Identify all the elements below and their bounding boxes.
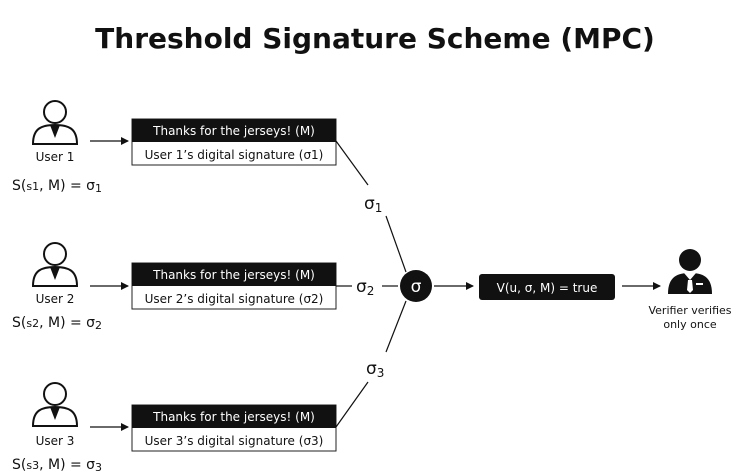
edge-label-sigma-3: σ3	[366, 359, 384, 380]
user-icon	[31, 382, 79, 427]
signature-text: User 2’s digital signature (σ2)	[145, 292, 324, 306]
message-box: Thanks for the jerseys! (M) User 2’s dig…	[131, 262, 337, 310]
message-text: Thanks for the jerseys! (M)	[152, 268, 315, 282]
aggregate-sigma: σ	[411, 277, 422, 297]
user-2-group: User 2 S(s2, M) = σ2 Thanks for the jers…	[12, 242, 337, 332]
edge-sigma-3	[335, 381, 369, 428]
edge-label-sigma-2: σ2	[356, 277, 374, 298]
edge-sigma-1	[385, 215, 407, 273]
signing-formula: S(s1, M) = σ1	[12, 178, 102, 195]
edge-sigma-1	[335, 140, 369, 186]
edge-sigma-3	[385, 300, 407, 353]
verifier-caption: Verifier verifies	[648, 304, 731, 317]
message-box: Thanks for the jerseys! (M) User 3’s dig…	[131, 404, 337, 452]
verification-box: V(u, σ, M) = true	[479, 274, 615, 300]
edge-label-sigma-1: σ1	[364, 194, 382, 215]
page-title: Threshold Signature Scheme (MPC)	[95, 22, 655, 55]
user-label: User 2	[36, 292, 75, 306]
signature-text: User 3’s digital signature (σ3)	[145, 434, 324, 448]
user-label: User 1	[36, 150, 75, 164]
verifier-icon	[668, 249, 712, 294]
message-box: Thanks for the jerseys! (M) User 1’s dig…	[131, 118, 337, 166]
user-1-group: User 1 S(s1, M) = σ1 Thanks for the jers…	[12, 100, 337, 195]
user-3-group: User 3 S(s3, M) = σ3 Thanks for the jers…	[12, 382, 337, 474]
user-label: User 3	[36, 434, 75, 448]
signing-formula: S(s2, M) = σ2	[12, 315, 102, 332]
user-icon	[31, 100, 79, 145]
verification-text: V(u, σ, M) = true	[497, 281, 598, 295]
user-icon	[31, 242, 79, 287]
signing-formula: S(s3, M) = σ3	[12, 457, 102, 474]
verifier-caption: only once	[663, 318, 717, 331]
signature-text: User 1’s digital signature (σ1)	[145, 148, 324, 162]
message-text: Thanks for the jerseys! (M)	[152, 124, 315, 138]
message-text: Thanks for the jerseys! (M)	[152, 410, 315, 424]
aggregate-signature-node: σ	[400, 270, 432, 302]
